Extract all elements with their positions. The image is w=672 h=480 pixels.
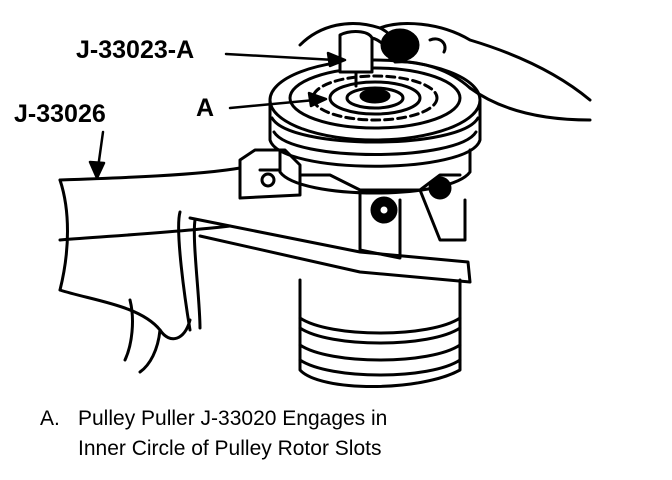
- caption-line-2: Inner Circle of Pulley Rotor Slots: [40, 434, 640, 464]
- pulley-rotor: [268, 58, 482, 195]
- rotor-slots: [288, 66, 462, 130]
- callout-j33026-label: J-33026: [14, 100, 106, 128]
- compressor-pulley-illustration: [58, 21, 592, 388]
- arrowhead-a: [307, 91, 328, 108]
- leader-j33023a: [224, 52, 337, 62]
- caption-text-1: Pulley Puller J-33020 Engages in: [78, 407, 388, 430]
- puller-tool: [338, 30, 392, 88]
- leader-a: [228, 98, 317, 110]
- figure-caption: A. Pulley Puller J-33020 Engages in Inne…: [40, 404, 640, 464]
- caption-text-2: Inner Circle of Pulley Rotor Slots: [78, 437, 382, 460]
- callout-a-label: A: [196, 94, 215, 122]
- caption-line-1: A. Pulley Puller J-33020 Engages in: [40, 404, 640, 434]
- hand-bottom: [58, 178, 192, 374]
- caption-indent: [40, 434, 78, 464]
- callout-j33023a-label: J-33023-A: [76, 36, 195, 64]
- callout-leaders: [88, 51, 347, 180]
- arrowhead-j33026: [88, 160, 106, 180]
- mounting-bracket: [238, 148, 467, 260]
- wrench-handle-j33026: [58, 166, 472, 332]
- arrowhead-j33023a: [326, 51, 347, 68]
- compressor-body: [298, 278, 462, 388]
- caption-marker: A.: [40, 407, 60, 430]
